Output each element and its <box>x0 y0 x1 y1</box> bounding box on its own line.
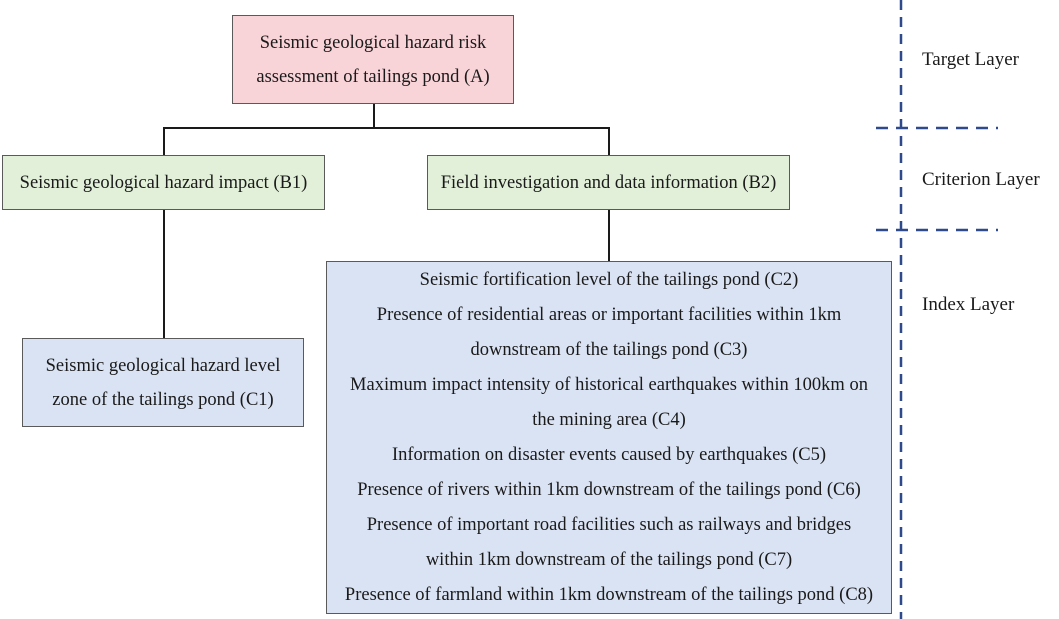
index-line: Presence of rivers within 1km downstream… <box>357 479 861 500</box>
target-node-a: Seismic geological hazard risk assessmen… <box>232 15 514 104</box>
criterion-layer-label: Criterion Layer <box>922 169 1040 190</box>
index-line: Presence of farmland within 1km downstre… <box>344 584 874 605</box>
index-line: Presence of important road facilities su… <box>366 514 852 535</box>
index-layer-label: Index Layer <box>922 294 1015 315</box>
target-line-1: Seismic geological hazard risk <box>259 32 487 53</box>
index-line: Presence of residential areas or importa… <box>376 304 842 325</box>
index-node-c2-c8: Seismic fortification level of the taili… <box>326 261 892 614</box>
index-line: Information on disaster events caused by… <box>391 444 827 465</box>
c1-line-2: zone of the tailings pond (C1) <box>52 389 274 410</box>
criterion-node-b2: Field investigation and data information… <box>427 155 790 210</box>
criterion-b2-label: Field investigation and data information… <box>440 172 777 193</box>
index-line: within 1km downstream of the tailings po… <box>425 549 793 570</box>
connector-b2-to-index <box>608 210 610 261</box>
index-line: the mining area (C4) <box>532 409 686 430</box>
index-line: Maximum impact intensity of historical e… <box>350 374 868 395</box>
connector-to-b2 <box>608 127 610 155</box>
connector-to-b1 <box>163 127 165 155</box>
index-line: Seismic fortification level of the taili… <box>419 269 799 290</box>
index-line: downstream of the tailings pond (C3) <box>470 339 748 360</box>
target-layer-label: Target Layer <box>922 49 1019 70</box>
connector-b1-to-c1 <box>163 210 165 338</box>
connector-horizontal <box>163 127 609 129</box>
target-line-2: assessment of tailings pond (A) <box>256 66 490 87</box>
connector-a-down <box>373 104 375 128</box>
c1-line-1: Seismic geological hazard level <box>45 355 281 376</box>
criterion-b1-label: Seismic geological hazard impact (B1) <box>19 172 308 193</box>
criterion-node-b1: Seismic geological hazard impact (B1) <box>2 155 325 210</box>
index-node-c1: Seismic geological hazard level zone of … <box>22 338 304 427</box>
